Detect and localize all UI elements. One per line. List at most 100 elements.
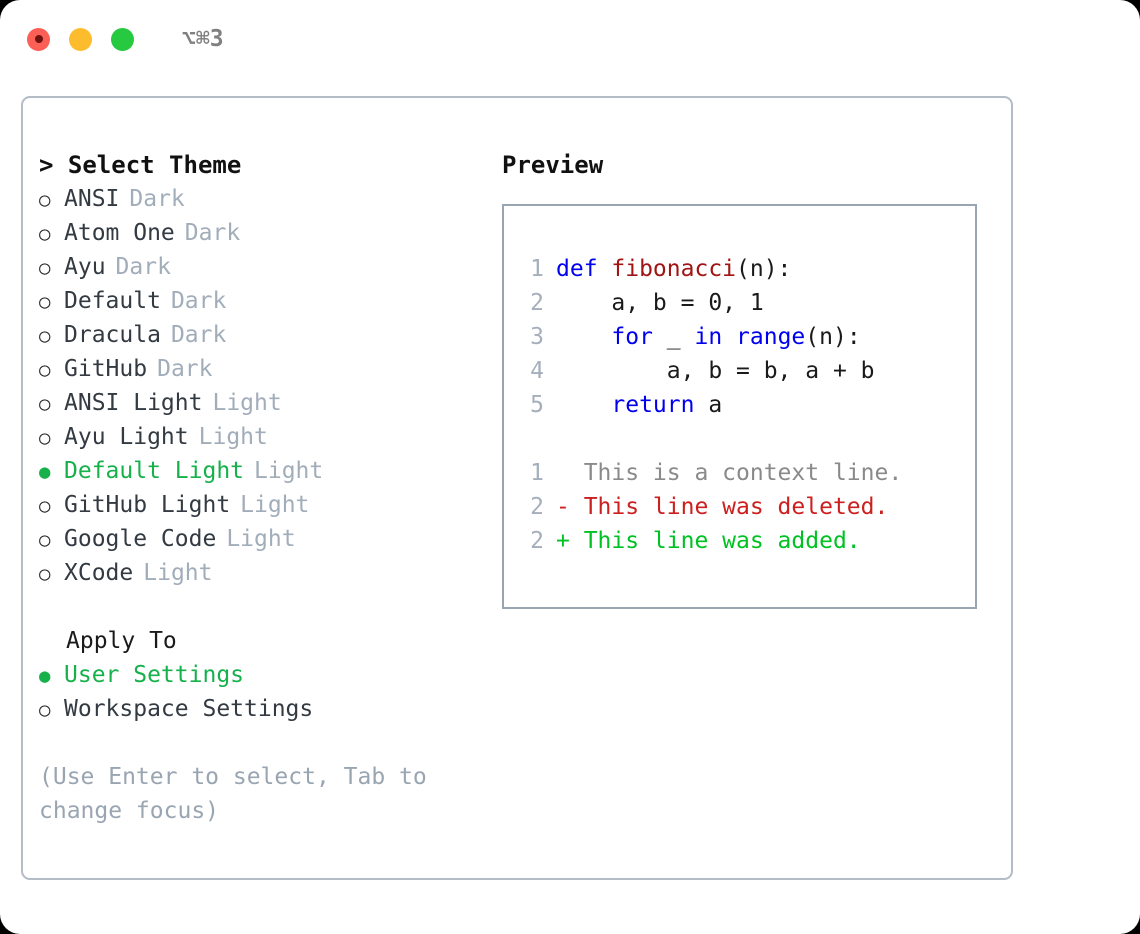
code-token-kw: range	[736, 324, 806, 350]
radio-unselected-icon: ○	[39, 291, 51, 313]
theme-option-tag: Light	[240, 492, 310, 518]
diff-line-add: 2 + This line was added.	[510, 524, 975, 558]
code-token-kw: def	[556, 256, 612, 282]
radio-unselected-icon: ○	[39, 529, 51, 551]
code-token-kw: return	[611, 392, 709, 418]
code-line: 2 a, b = 0, 1	[510, 286, 975, 320]
line-number: 2	[530, 528, 544, 554]
keyboard-shortcut-label: ⌥⌘3	[182, 25, 224, 52]
line-number: 1	[530, 256, 544, 282]
theme-option-tag: Dark	[184, 220, 241, 246]
code-token-plain: a	[708, 392, 723, 418]
theme-option-label: ANSI	[64, 186, 120, 212]
code-token-plain	[556, 392, 611, 418]
radio-unselected-icon: ○	[39, 189, 51, 211]
diff-line-ctx: 1 This is a context line.	[510, 456, 975, 490]
theme-option-label: Default	[64, 288, 161, 314]
apply-to-option-label: User Settings	[64, 662, 245, 688]
code-token-plain: (n):	[805, 324, 861, 350]
theme-option-atom-one[interactable]: ○ Atom One Dark	[39, 216, 499, 250]
code-text: a, b = 0, 1	[556, 286, 763, 320]
theme-option-tag: Dark	[157, 356, 213, 382]
code-diff-spacer	[510, 422, 975, 456]
code-text: return a	[556, 388, 722, 422]
radio-unselected-icon: ○	[39, 699, 51, 721]
diff-text: + This line was added.	[556, 528, 861, 554]
radio-unselected-icon: ○	[39, 427, 51, 449]
list-spacer	[39, 590, 499, 624]
theme-option-label: Dracula	[64, 322, 161, 348]
theme-option-tag: Dark	[170, 288, 227, 314]
theme-option-tag: Dark	[115, 254, 171, 280]
line-number: 3	[530, 324, 544, 350]
apply-to-option-label: Workspace Settings	[64, 696, 314, 722]
radio-selected-icon: ●	[39, 665, 51, 687]
code-token-plain: (n):	[736, 256, 792, 282]
theme-option-ayu[interactable]: ○ Ayu Dark	[39, 250, 499, 284]
apply-to-list[interactable]: ● User Settings ○ Workspace Settings	[39, 658, 499, 726]
minimize-window-button[interactable]	[69, 27, 92, 51]
theme-option-label: ANSI Light	[64, 390, 203, 416]
apply-to-option-user-settings[interactable]: ● User Settings	[39, 658, 499, 692]
title-bar: ⌥⌘3	[0, 0, 1140, 78]
line-number: 2	[530, 290, 544, 316]
theme-option-github[interactable]: ○ GitHub Dark	[39, 352, 499, 386]
theme-option-ansi-light[interactable]: ○ ANSI Light Light	[39, 386, 499, 420]
radio-unselected-icon: ○	[39, 359, 51, 381]
diff-text: This is a context line.	[556, 460, 903, 486]
code-text: def fibonacci(n):	[556, 252, 791, 286]
apply-to-header: Apply To	[66, 628, 177, 654]
theme-option-label: GitHub	[64, 356, 148, 382]
theme-option-label: XCode	[64, 560, 134, 586]
code-token-kw: for	[611, 324, 667, 350]
theme-option-github-light[interactable]: ○ GitHub Light Light	[39, 488, 499, 522]
traffic-light-group	[27, 27, 134, 51]
theme-option-xcode[interactable]: ○ XCode Light	[39, 556, 499, 590]
diff-sample: 1 This is a context line. 2 - This line wa…	[510, 456, 975, 558]
radio-unselected-icon: ○	[39, 495, 51, 517]
code-token-plain	[556, 324, 611, 350]
radio-unselected-icon: ○	[39, 223, 51, 245]
theme-option-tag: Light	[143, 560, 213, 586]
code-token-plain: _	[666, 324, 695, 350]
theme-option-default[interactable]: ○ Default Dark	[39, 284, 499, 318]
apply-to-option-workspace-settings[interactable]: ○ Workspace Settings	[39, 692, 499, 726]
close-window-button[interactable]	[27, 27, 50, 51]
theme-option-tag: Light	[254, 458, 324, 484]
radio-unselected-icon: ○	[39, 563, 51, 585]
theme-option-tag: Light	[212, 390, 282, 416]
theme-option-label: GitHub Light	[64, 492, 231, 518]
line-number: 5	[530, 392, 544, 418]
code-line: 1 def fibonacci(n):	[510, 252, 975, 286]
line-number: 1	[530, 460, 544, 486]
code-line: 5 return a	[510, 388, 975, 422]
radio-unselected-icon: ○	[39, 393, 51, 415]
code-token-plain: a, b = b, a + b	[556, 358, 875, 384]
theme-option-label: Ayu	[64, 254, 106, 280]
theme-option-google-code[interactable]: ○ Google Code Light	[39, 522, 499, 556]
radio-selected-icon: ●	[39, 461, 51, 483]
code-token-fn: fibonacci	[611, 256, 737, 282]
line-number: 4	[530, 358, 544, 384]
theme-option-label: Atom One	[64, 220, 175, 246]
theme-option-tag: Light	[226, 526, 296, 552]
diff-line-del: 2 - This line was deleted.	[510, 490, 975, 524]
radio-unselected-icon: ○	[39, 325, 51, 347]
radio-unselected-icon: ○	[39, 257, 51, 279]
diff-text: - This line was deleted.	[556, 494, 889, 520]
theme-option-tag: Light	[198, 424, 268, 450]
code-text: a, b = b, a + b	[556, 354, 875, 388]
maximize-window-button[interactable]	[111, 27, 134, 51]
theme-option-label: Google Code	[64, 526, 217, 552]
line-number: 2	[530, 494, 544, 520]
